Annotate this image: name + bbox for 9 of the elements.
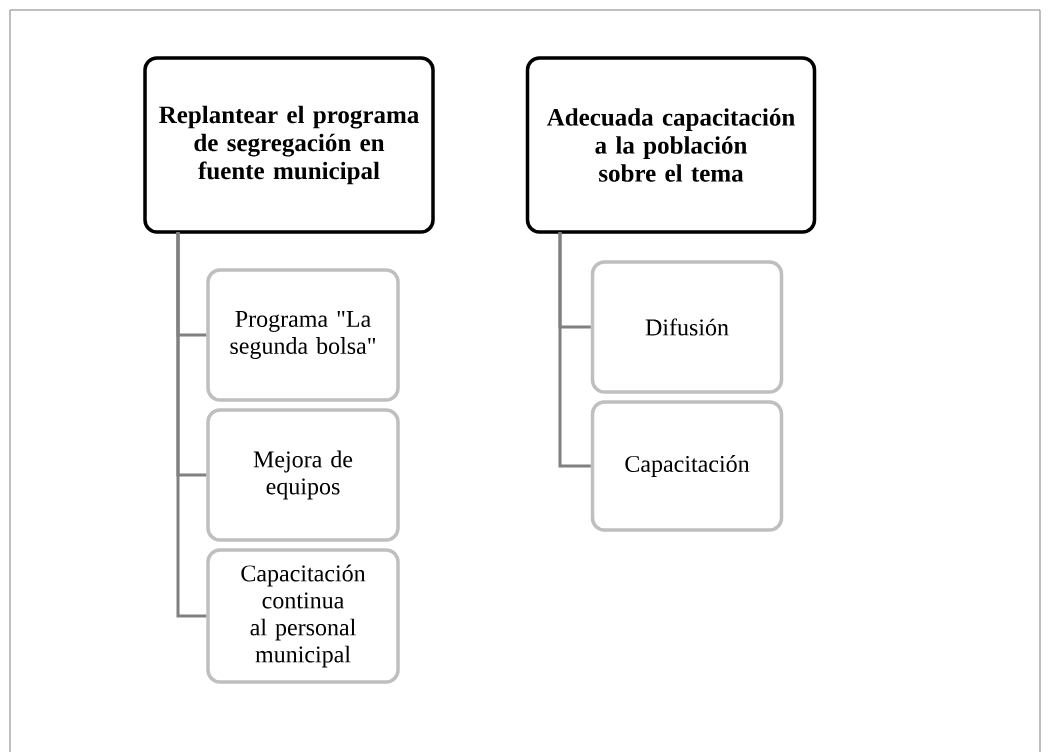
connector-line <box>558 232 591 468</box>
item-box: Capacitación continua al personal municipal <box>206 548 400 684</box>
item-box: Difusión <box>590 260 784 394</box>
item-box: Capacitación <box>590 400 784 532</box>
heading-box: Adecuada capacitación a la población sobre el tema <box>525 56 817 234</box>
item-box: Mejora de equipos <box>206 408 400 542</box>
connector-line <box>176 232 207 618</box>
heading-box: Replantear el programa de segregación en fuente municipal <box>143 56 435 234</box>
item-box: Programa "La segunda bolsa" <box>206 268 400 402</box>
